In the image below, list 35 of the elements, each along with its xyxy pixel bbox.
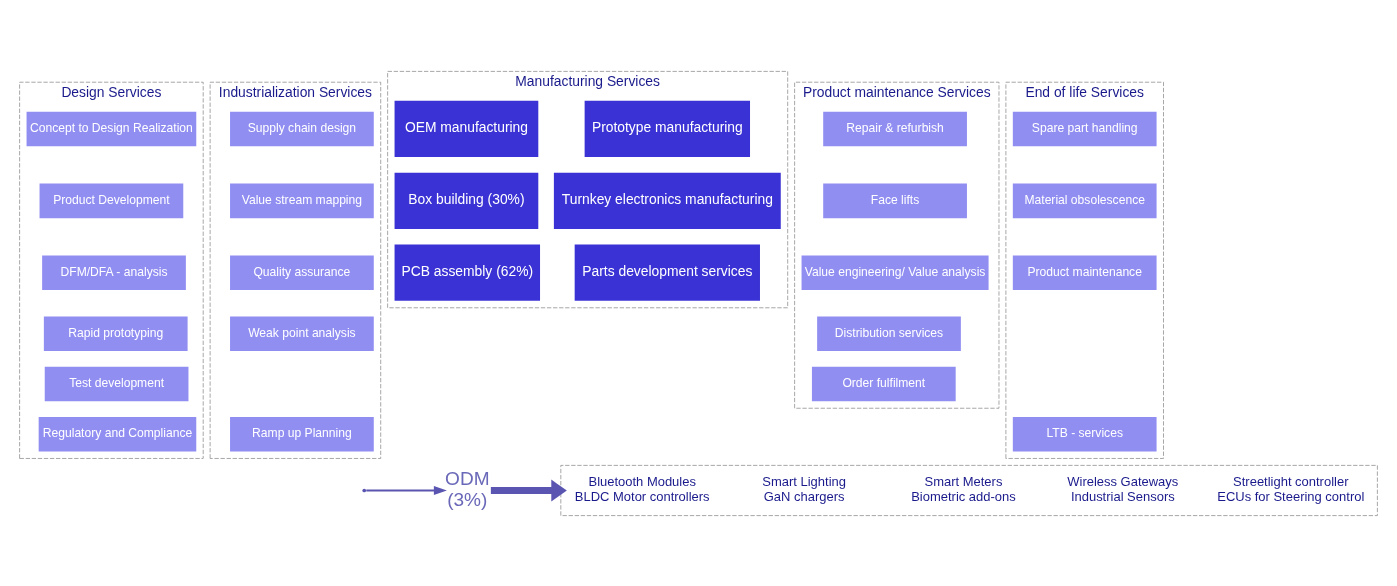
node-box: PCB assembly (62%) (394, 244, 541, 301)
node-box: Material obsolescence (1012, 183, 1157, 218)
node-box: Repair & refurbish (823, 111, 967, 146)
node-box: Ramp up Planning (230, 416, 374, 452)
node-box: Distribution services (817, 315, 961, 351)
node-box: Box building (30%) (394, 172, 539, 229)
node-box: Weak point analysis (230, 315, 374, 351)
node-text: Smart Lighting GaN chargers (762, 473, 846, 504)
node-box: Quality assurance (230, 254, 374, 290)
node-box: Value stream mapping (230, 183, 374, 218)
node-box: OEM manufacturing (394, 100, 539, 157)
node-box: Spare part handling (1012, 111, 1157, 146)
node-box: Value engineering/ Value analysis (801, 254, 989, 290)
node-box: Rapid prototyping (43, 315, 188, 351)
node-text: ODM (3%) (445, 467, 490, 510)
node-box: Product maintenance (1012, 254, 1157, 290)
node-text: Streetlight controller ECUs for Steering control (1217, 473, 1365, 504)
node-box: Order fulfilment (811, 366, 956, 401)
node-box: Supply chain design (230, 111, 374, 146)
node-box: Test development (44, 366, 189, 401)
cluster (560, 464, 1378, 516)
node-box: Product Development (39, 183, 184, 218)
node-box: Face lifts (823, 183, 967, 218)
node-box: Turnkey electronics manufacturing (553, 172, 781, 229)
node-text: Bluetooth Modules BLDC Motor controllers (574, 473, 710, 504)
node-box: Parts development services (574, 244, 760, 301)
node-text: Wireless Gateways Industrial Sensors (1067, 473, 1179, 504)
node-box: DFM/DFA - analysis (42, 254, 186, 290)
node-box: Concept to Design Realization (26, 111, 197, 146)
node-box: Regulatory and Compliance (38, 416, 197, 452)
node-text: Smart Meters Biometric add-ons (911, 473, 1016, 504)
node-box: Prototype manufacturing (584, 100, 750, 157)
node-box: LTB - services (1012, 416, 1157, 452)
arrow (366, 485, 447, 495)
arrow (490, 479, 567, 501)
